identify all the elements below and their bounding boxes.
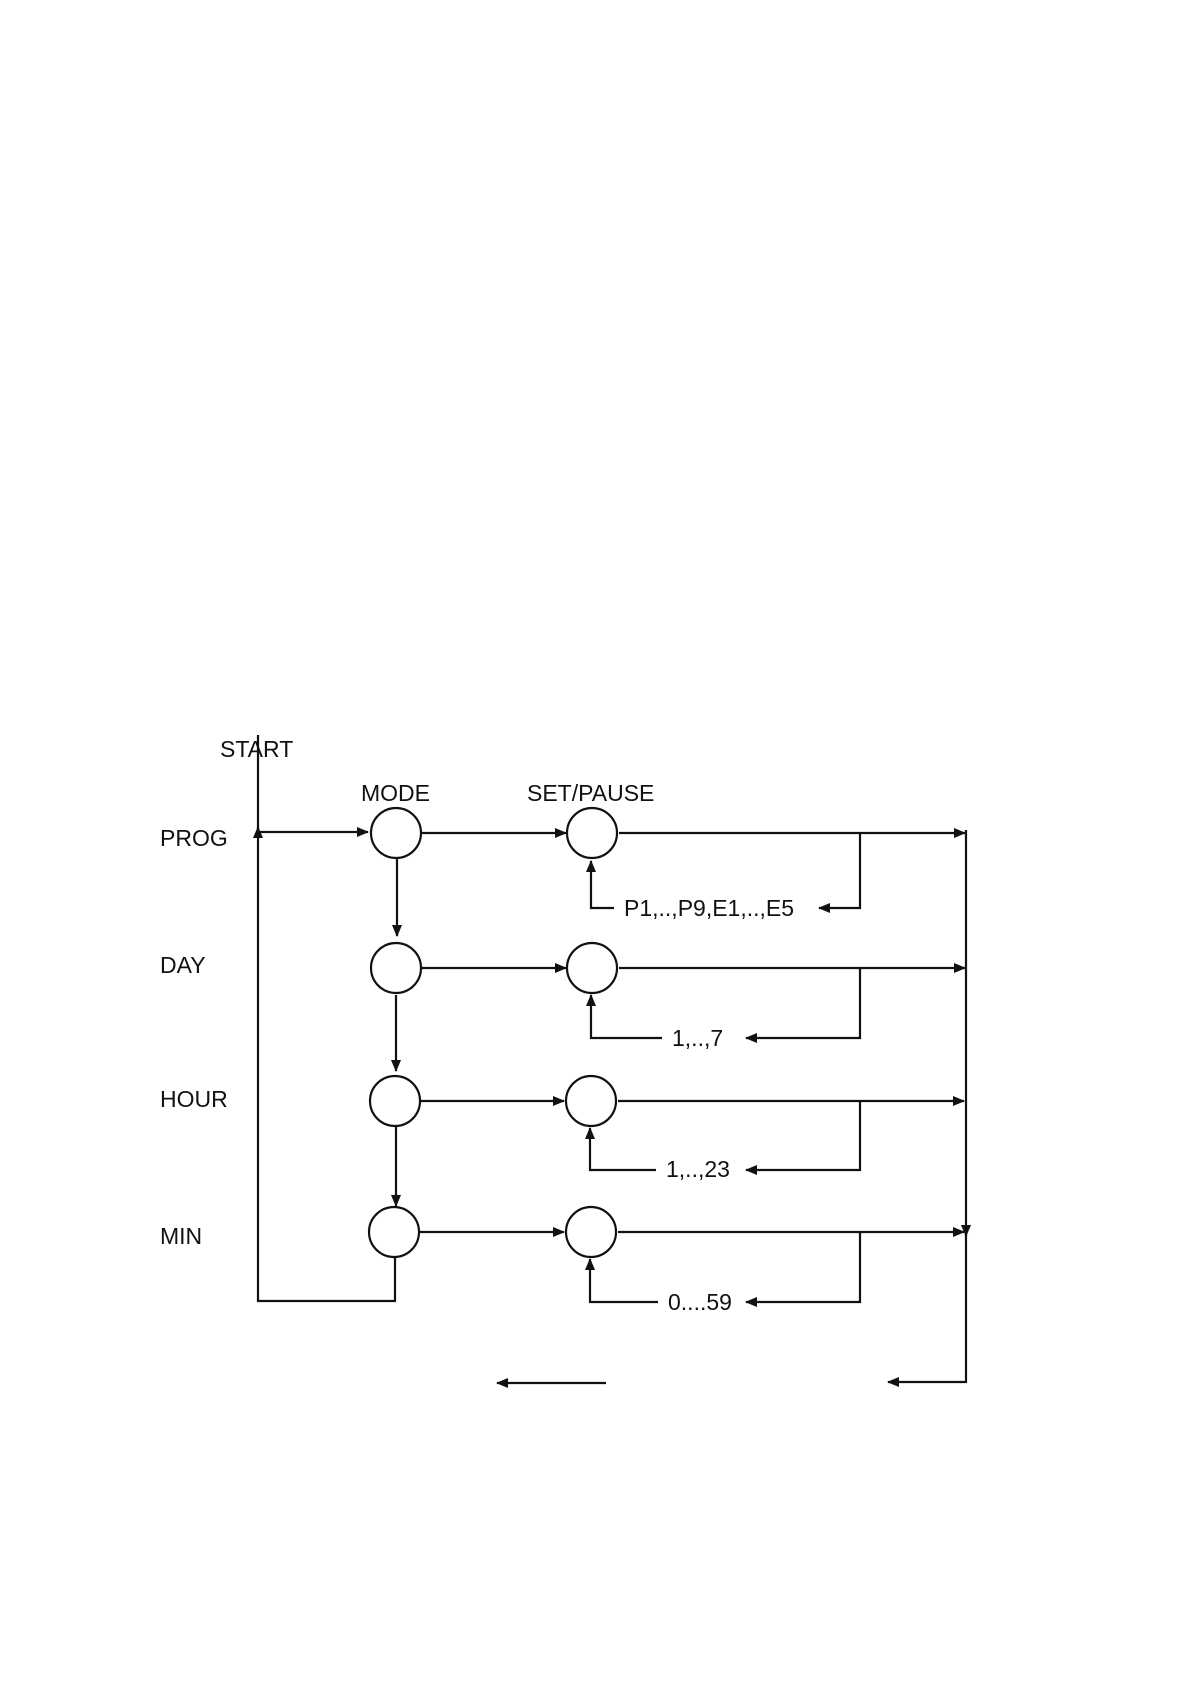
set-pause-node-day (567, 943, 617, 993)
row-label-min: MIN (160, 1223, 202, 1249)
day-loop-up-arrow (591, 995, 662, 1038)
min-loop-up-arrow (590, 1259, 658, 1302)
row-label-hour: HOUR (160, 1086, 228, 1112)
set-pause-column-label: SET/PAUSE (527, 780, 654, 806)
hour-loop-up-arrow (590, 1128, 656, 1170)
prog-loop-up-arrow (591, 861, 614, 908)
row-label-prog: PROG (160, 825, 228, 851)
mode-node-day (371, 943, 421, 993)
hour-loop-down-arrow (746, 1101, 860, 1170)
set-pause-node-prog (567, 808, 617, 858)
row-label-day: DAY (160, 952, 206, 978)
mode-column-label: MODE (361, 780, 430, 806)
range-label-prog: P1,..,P9,E1,..,E5 (624, 895, 794, 921)
set-pause-node-hour (566, 1076, 616, 1126)
bus-exit-arrow (888, 1232, 966, 1382)
set-pause-node-min (566, 1207, 616, 1257)
mode-node-hour (370, 1076, 420, 1126)
range-label-hour: 1,..,23 (666, 1156, 730, 1182)
day-loop-down-arrow (746, 968, 860, 1038)
mode-node-prog (371, 808, 421, 858)
range-label-day: 1,..,7 (672, 1025, 723, 1051)
start-label: START (220, 736, 293, 762)
range-label-min: 0....59 (668, 1289, 732, 1315)
min-loop-down-arrow (746, 1232, 860, 1302)
prog-loop-down-arrow (819, 833, 860, 908)
mode-node-min (369, 1207, 419, 1257)
